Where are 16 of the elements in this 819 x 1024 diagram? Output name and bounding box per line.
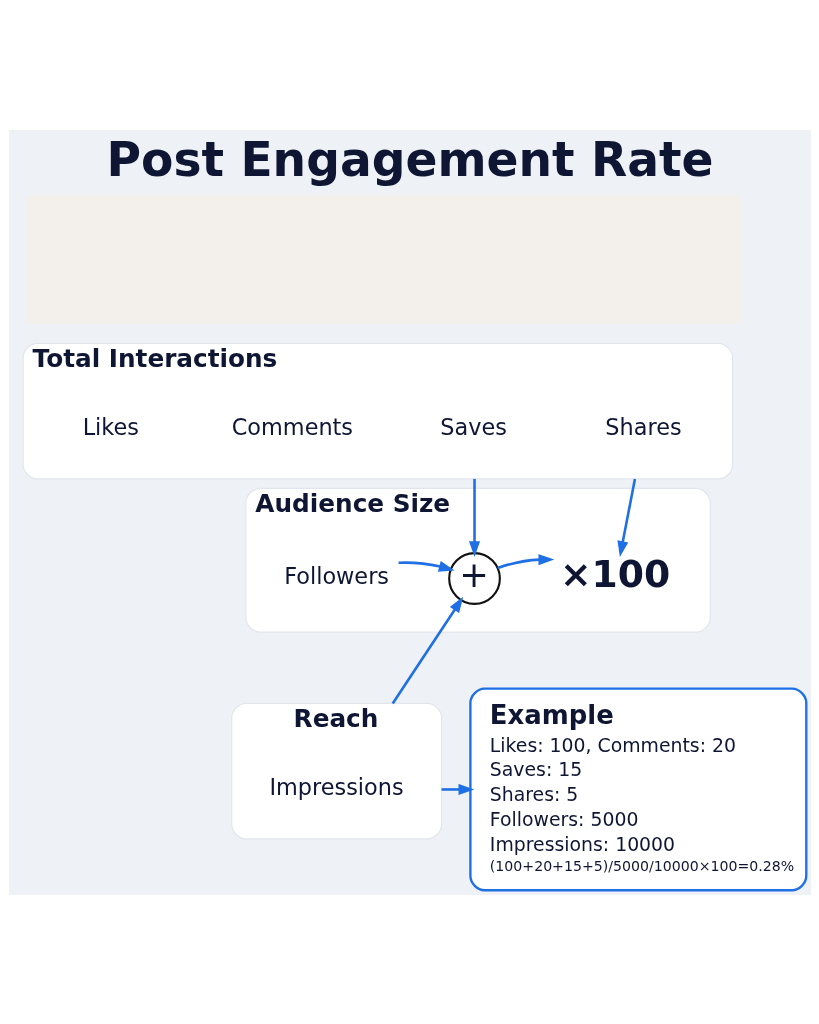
- arrow: [468, 478, 480, 557]
- node-text: Followers: [283, 562, 389, 589]
- node-text: Shares: [604, 413, 682, 440]
- node-text: ×100: [559, 551, 670, 596]
- node-text: Saves: [439, 413, 507, 440]
- diagram-title: Post Engagement Rate: [106, 131, 714, 187]
- arrow: [398, 560, 455, 572]
- node-text: Impressions: [268, 773, 404, 800]
- node-text: Comments: [231, 413, 353, 440]
- arrow: [391, 596, 463, 704]
- arrow: [616, 478, 636, 557]
- node-box: Example Likes: 100, Comments: 20 Saves: 15 Shares: 5 Followers: 5000 Impressions: 10000 (100+20+15+5)/5000/10000×100=0.28%: [468, 687, 807, 891]
- node-circle: +: [447, 551, 501, 605]
- arrow: [496, 553, 554, 569]
- node-text: Likes: [82, 413, 139, 440]
- arrow: [441, 783, 474, 795]
